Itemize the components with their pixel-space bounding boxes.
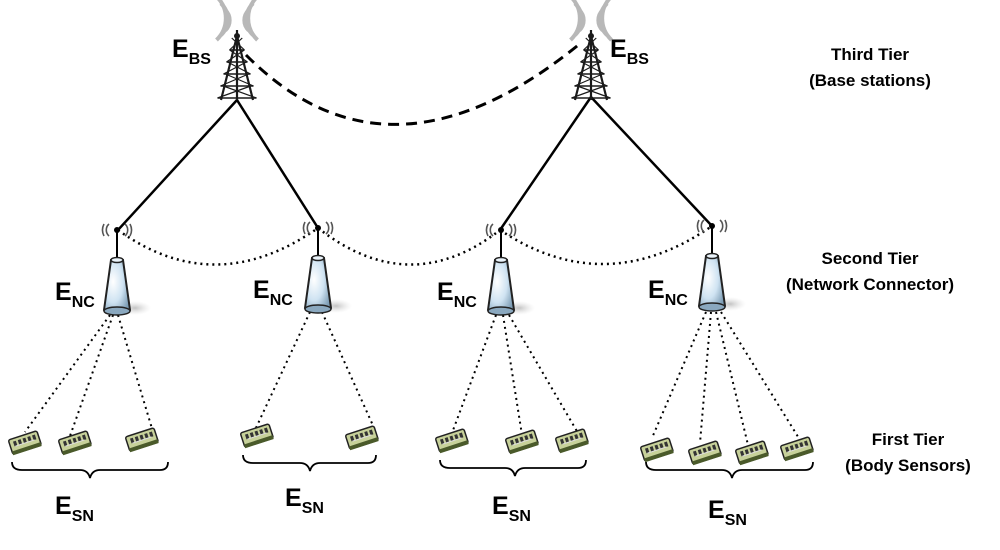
sn-label-4: ESN xyxy=(708,496,747,529)
body-sensor-icon xyxy=(505,429,539,455)
connector-link-1 xyxy=(117,226,319,266)
first-tier-title: First Tier xyxy=(872,430,945,449)
body-sensor-icon xyxy=(688,440,722,466)
sensor-group-braces xyxy=(11,454,814,479)
body-sensor-icon xyxy=(125,427,159,453)
bs-label-1: EBS xyxy=(172,35,211,68)
body-sensor-icon xyxy=(735,440,769,466)
body-sensor-icon xyxy=(780,436,814,462)
antenna-tower-icon xyxy=(215,0,259,101)
sn-label-2: ESN xyxy=(285,484,324,517)
body-sensor-icon xyxy=(555,428,589,454)
body-sensor-icon xyxy=(58,430,92,456)
tier-labels: Third Tier (Base stations) Second Tier (… xyxy=(786,45,971,475)
wireless-hub-icon xyxy=(485,223,535,316)
body-sensor-icon xyxy=(435,428,469,454)
connector-link-3 xyxy=(499,224,713,266)
second-tier-subtitle: (Network Connector) xyxy=(786,275,954,294)
body-sensor-icon xyxy=(640,437,674,463)
bs-connector-links xyxy=(117,96,713,231)
nc-label-3: ENC xyxy=(437,278,477,311)
sn-label-1: ESN xyxy=(55,492,94,525)
wireless-hub-icon xyxy=(696,219,746,312)
nc-label-4: ENC xyxy=(648,276,688,309)
connector-link-2 xyxy=(317,227,501,266)
antenna-tower-icon xyxy=(569,0,613,101)
sn-label-3: ESN xyxy=(492,492,531,525)
body-sensors xyxy=(8,423,814,466)
third-tier-subtitle: (Base stations) xyxy=(809,71,931,90)
second-tier-title: Second Tier xyxy=(822,249,919,268)
wireless-hub-icon xyxy=(302,221,352,314)
body-sensor-icon xyxy=(345,425,379,451)
base-station-link xyxy=(244,40,583,126)
wireless-hub-icon xyxy=(101,223,151,316)
third-tier-title: Third Tier xyxy=(831,45,909,64)
nc-label-2: ENC xyxy=(253,276,293,309)
first-tier-subtitle: (Body Sensors) xyxy=(845,456,971,475)
nc-label-1: ENC xyxy=(55,278,95,311)
body-sensor-icon xyxy=(8,430,42,456)
bs-label-2: EBS xyxy=(610,35,649,68)
body-sensor-icon xyxy=(240,423,274,449)
sensor-links xyxy=(24,311,801,446)
